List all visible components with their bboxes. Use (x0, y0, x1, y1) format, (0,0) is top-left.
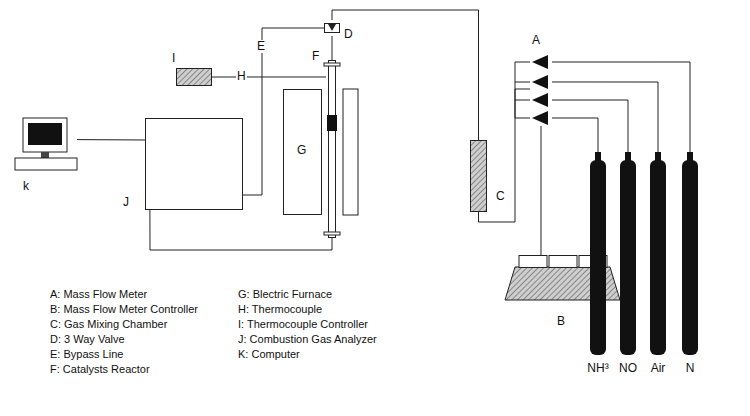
part-letter: B (557, 315, 565, 328)
legend-entry: J: Combustion Gas Analyzer (238, 333, 377, 346)
part-letter: N (686, 362, 695, 375)
legend-entry: H: Thermocouple (238, 303, 322, 316)
legend-entry: F: Catalysts Reactor (50, 363, 150, 376)
thermocouple-controller-shape (176, 68, 212, 86)
electric-furnace: G (283, 89, 322, 215)
line-label: E (256, 40, 266, 53)
part-letter: F (312, 50, 319, 63)
part-letter: Air (651, 362, 666, 375)
part-letter: C (496, 190, 505, 203)
gas-cylinder: N (682, 152, 698, 355)
gas-mixing-chamber: C (470, 140, 487, 212)
legend-entry: D: 3 Way Valve (50, 333, 125, 346)
manifold-branches (515, 62, 530, 118)
gas-line (77, 139, 145, 140)
legend-entry: B: Mass Flow Meter Controller (50, 303, 198, 316)
gas-mixing-chamber-shape (470, 140, 487, 212)
mass-flow-meters: A (530, 52, 552, 126)
gas-line (332, 10, 479, 140)
part-letter: A (532, 34, 540, 47)
gas-line (540, 126, 541, 255)
gas-line (212, 76, 326, 77)
three-way-valve: D (324, 20, 340, 36)
gas-line (552, 118, 598, 152)
furnace-panel (343, 89, 358, 215)
part-letter: NO (619, 362, 637, 375)
thermocouple-controller: I (176, 68, 212, 86)
legend-entry: G: Blectric Furnace (238, 288, 332, 301)
gas-cylinder: NH³ (590, 152, 606, 355)
computer-icon-shape (15, 118, 77, 172)
computer-icon: k (15, 118, 77, 172)
gas-cylinder-shape (682, 152, 698, 355)
part-letter: k (23, 180, 29, 193)
gas-line (150, 210, 332, 250)
gas-cylinder-shape (620, 152, 636, 355)
legend-entry: C: Gas Mixing Chamber (50, 318, 167, 331)
legend-entry: I: Thermocouple Controller (238, 318, 368, 331)
legend-entry: K: Computer (238, 348, 300, 361)
gas-cylinder-shape (650, 152, 666, 355)
gas-line (552, 82, 658, 152)
line-label: H (236, 70, 247, 83)
gas-line (552, 62, 690, 152)
gas-analyzer-box: J (145, 118, 243, 210)
part-letter: J (123, 196, 129, 209)
catalyst-reactor: F (326, 60, 338, 238)
three-way-valve-shape (324, 20, 340, 36)
part-letter: NH³ (587, 362, 608, 375)
part-letter: G (297, 144, 306, 157)
legend-entry: A: Mass Flow Meter (50, 288, 147, 301)
gas-line (552, 100, 628, 152)
gas-cylinder-shape (590, 152, 606, 355)
catalyst-reactor-shape (326, 60, 338, 238)
gas-analyzer-box-shape (145, 118, 243, 210)
legend-entry: E: Bypass Line (50, 348, 123, 361)
gas-cylinder: NO (620, 152, 636, 355)
mass-flow-meters-shape (530, 52, 552, 126)
part-letter: I (172, 52, 175, 65)
part-letter: D (344, 28, 353, 41)
gas-line (332, 36, 333, 60)
gas-cylinder: Air (650, 152, 666, 355)
